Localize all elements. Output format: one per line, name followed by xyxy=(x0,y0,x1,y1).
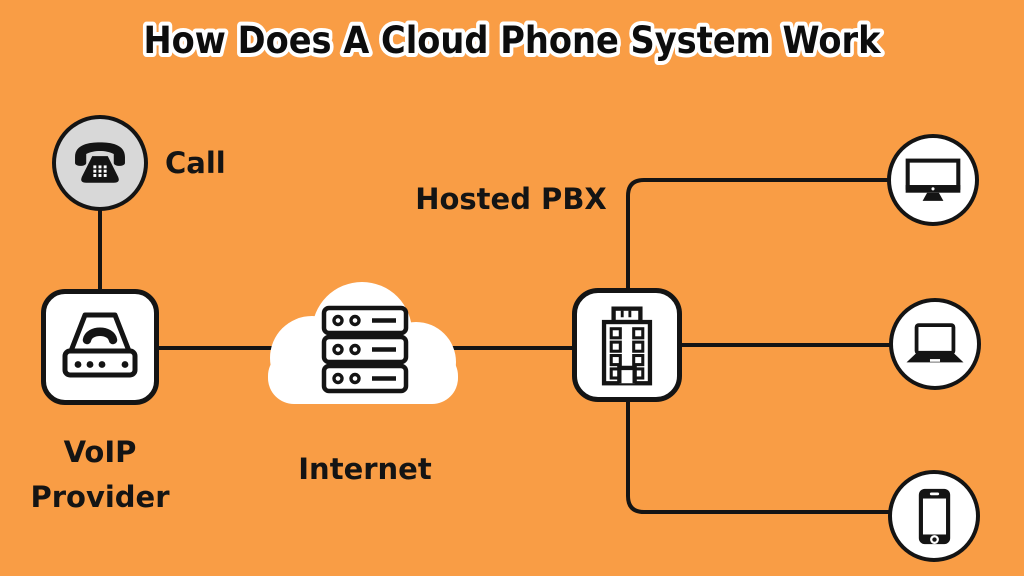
internet-cloud-node xyxy=(268,282,458,404)
smartphone-node xyxy=(888,470,980,562)
voip-device-icon xyxy=(62,312,138,378)
telephone-icon xyxy=(75,142,125,183)
hosted-pbx-label: Hosted PBX xyxy=(415,182,607,216)
call-label: Call xyxy=(165,146,226,180)
voip-provider-node xyxy=(41,289,159,405)
office-building-icon xyxy=(601,306,653,386)
line-pbx-to-desktop xyxy=(626,178,902,294)
page-title: How Does A Cloud Phone System Work xyxy=(144,19,882,62)
call-node xyxy=(52,115,148,211)
title-banner: How Does A Cloud Phone System Work xyxy=(140,15,886,66)
cloud-server-icon xyxy=(321,305,409,394)
line-pbx-to-smartphone xyxy=(626,396,902,514)
voip-provider-label: VoIP Provider xyxy=(0,430,200,520)
smartphone-icon xyxy=(918,488,950,544)
hosted-pbx-node xyxy=(572,288,682,402)
voip-provider-label-line1: VoIP xyxy=(63,435,137,469)
desktop-monitor-icon xyxy=(905,158,961,201)
desktop-node xyxy=(887,134,979,226)
voip-provider-label-line2: Provider xyxy=(30,480,170,514)
internet-label: Internet xyxy=(298,452,432,486)
laptop-node xyxy=(889,298,981,390)
laptop-icon xyxy=(906,323,964,363)
